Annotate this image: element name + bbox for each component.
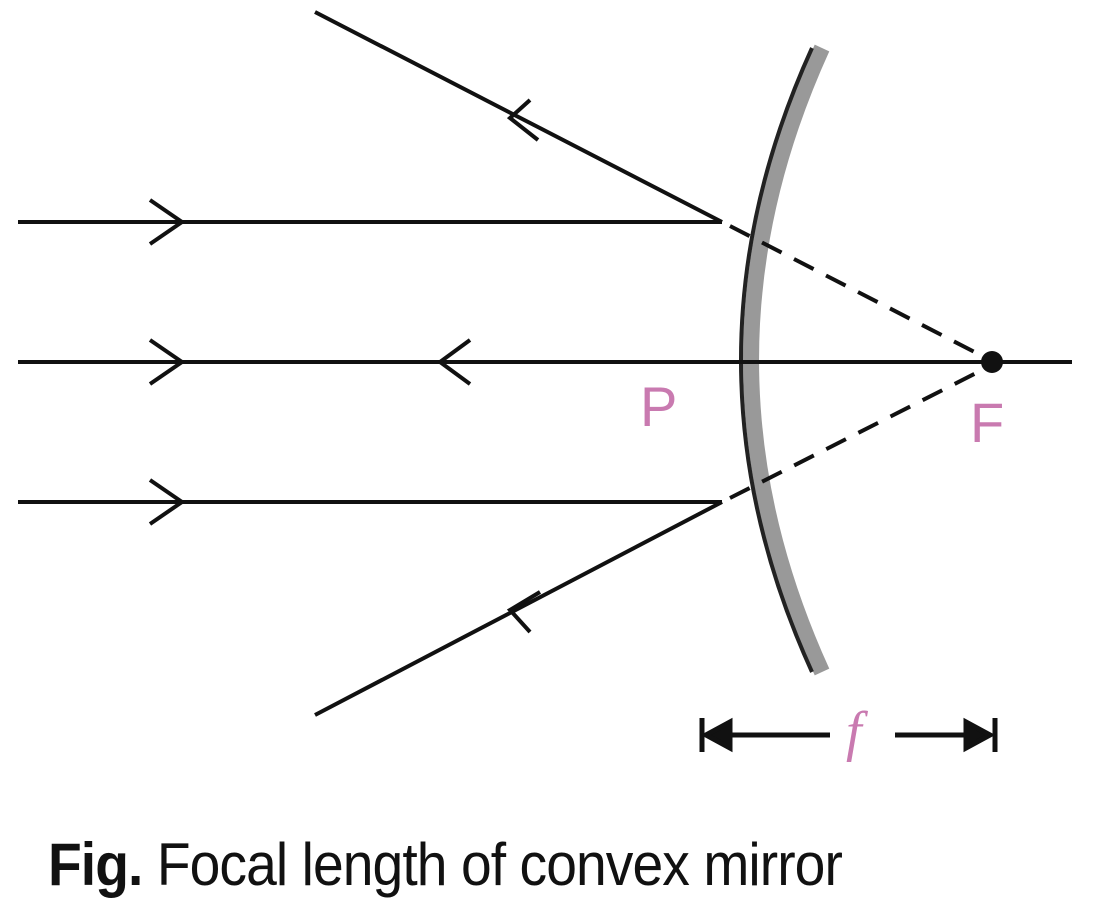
figure-caption: Fig. Focal length of convex mirror — [48, 830, 843, 899]
reflected-ray-top — [314, 10, 723, 224]
pole-label: P — [640, 375, 678, 438]
reflected-ray-bottom — [314, 500, 723, 717]
caption-prefix: Fig. — [48, 831, 143, 898]
focal-length-label: f — [846, 701, 862, 763]
focus-point — [981, 351, 1003, 373]
caption-text: Focal length of convex mirror — [156, 831, 843, 898]
focus-label: F — [970, 391, 1005, 454]
